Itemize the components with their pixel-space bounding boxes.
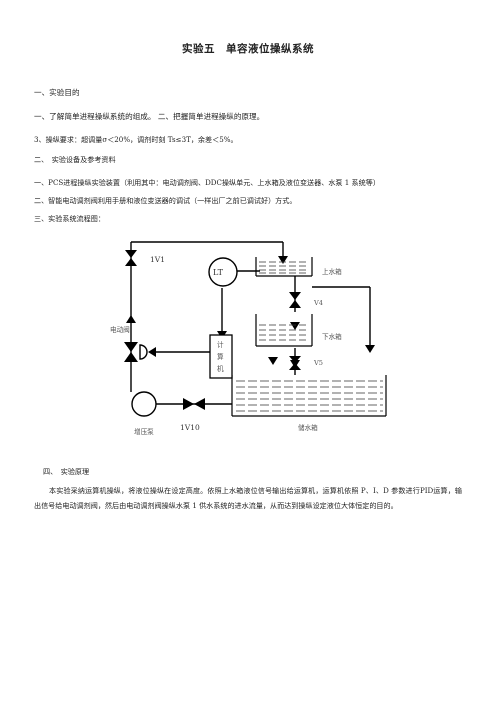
label-computer-3: 机: [217, 364, 224, 373]
label-v5: V5: [313, 359, 323, 367]
valve-1v1: [125, 250, 137, 266]
computer-box: [209, 334, 233, 379]
label-lower-tank: 下水箱: [322, 332, 342, 341]
label-upper-tank: 上水箱: [322, 267, 342, 276]
label-1v10: 1V10: [180, 423, 200, 432]
label-pump: 增压泵: [134, 427, 154, 436]
label-computer-2: 算: [217, 352, 224, 361]
storage-tank: [231, 375, 387, 417]
upper-tank: [255, 257, 313, 277]
label-storage-tank: 储水箱: [298, 423, 318, 432]
valve-v4: [289, 292, 301, 308]
valve-v5: [289, 356, 301, 370]
section-1-items: 一、了解简单进程操纵系统的组成。 二、把握简单进程操纵的原理。: [34, 112, 265, 121]
section-1-requirement: 3、操纵要求：超调量σ＜20%，调剂时刻 Ts≤3T，余差＜5%。: [34, 135, 238, 144]
label-1v1: 1V1: [150, 255, 165, 264]
valve-1v10: [183, 398, 205, 410]
section-4-heading: 四、 实验原理: [43, 467, 90, 476]
level-transmitter: [208, 257, 238, 287]
lower-tank: [255, 314, 313, 347]
section-4-paragraph: 本实验采纳运算机操纵，将液位操纵在设定高度。依照上水箱液位信号输出给运算机，运算…: [34, 486, 462, 510]
section-1-heading: 一、实验目的: [34, 88, 80, 97]
section-2-item-2: 二、智能电动调剂阀利用手册和液位变送器的调试（一样出厂之前已调试好）方式。: [34, 196, 297, 205]
label-motor-valve: 电动阀: [110, 325, 130, 334]
section-2-heading: 二、 实验设备及参考资料: [34, 155, 116, 164]
pump-icon: [131, 391, 157, 417]
motor-valve: [124, 342, 148, 362]
section-3-heading: 三、实验系统流程图：: [34, 214, 105, 223]
page-title: 实验五 单容液位操纵系统: [182, 43, 314, 55]
label-computer-1: 计: [217, 340, 224, 349]
label-transmitter: LT: [213, 268, 224, 277]
label-v4: V4: [313, 299, 323, 307]
section-2-item-1: 一、PCS进程操纵实验装置（利用其中：电动调剂阀、DDC操纵单元、上水箱及液位变…: [34, 178, 380, 187]
